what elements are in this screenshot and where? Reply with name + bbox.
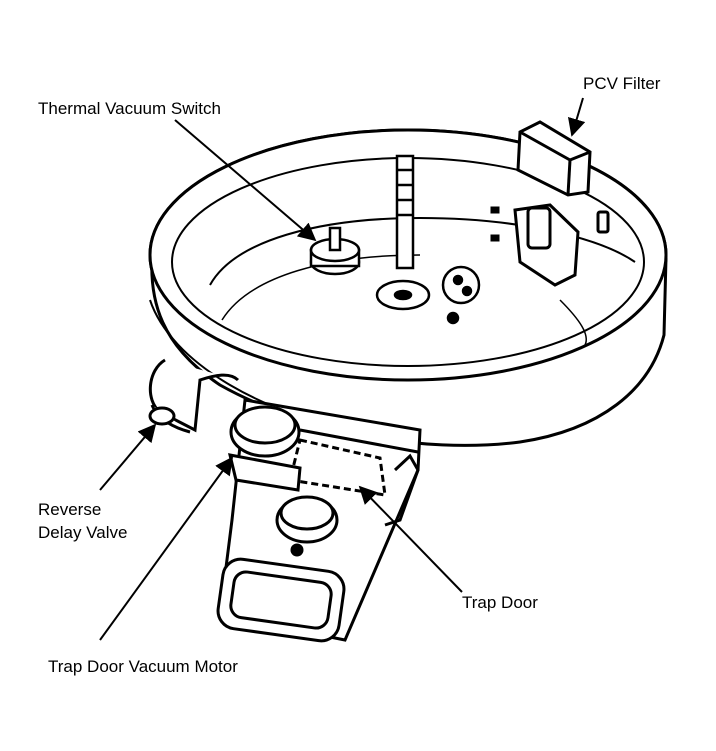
arrow-thermal-vacuum-switch xyxy=(174,119,317,242)
label-trap-door-vacuum-motor: Trap Door Vacuum Motor xyxy=(48,657,238,676)
thermal-vacuum-switch-part xyxy=(309,226,361,276)
arrow-reverse-delay-valve xyxy=(99,423,157,491)
reverse-delay-valve-part xyxy=(148,358,240,434)
arrow-trap-door xyxy=(358,485,463,593)
leader-arrows xyxy=(99,97,586,641)
center-stud xyxy=(395,154,415,270)
arrow-pcv-filter xyxy=(567,97,586,137)
vacuum-motor-part xyxy=(228,405,339,557)
label-reverse-delay-valve-line2: Delay Valve xyxy=(38,523,127,542)
arrow-trap-door-vacuum-motor xyxy=(99,456,234,641)
center-fittings xyxy=(375,265,481,325)
label-reverse-delay-valve-line1: Reverse xyxy=(38,500,101,519)
label-trap-door: Trap Door xyxy=(462,593,538,612)
label-thermal-vacuum-switch: Thermal Vacuum Switch xyxy=(38,99,221,118)
pcv-housing-part xyxy=(490,203,610,287)
label-pcv-filter: PCV Filter xyxy=(583,74,661,93)
pcv-filter-part xyxy=(516,120,592,197)
air-cleaner-housing xyxy=(148,128,668,447)
